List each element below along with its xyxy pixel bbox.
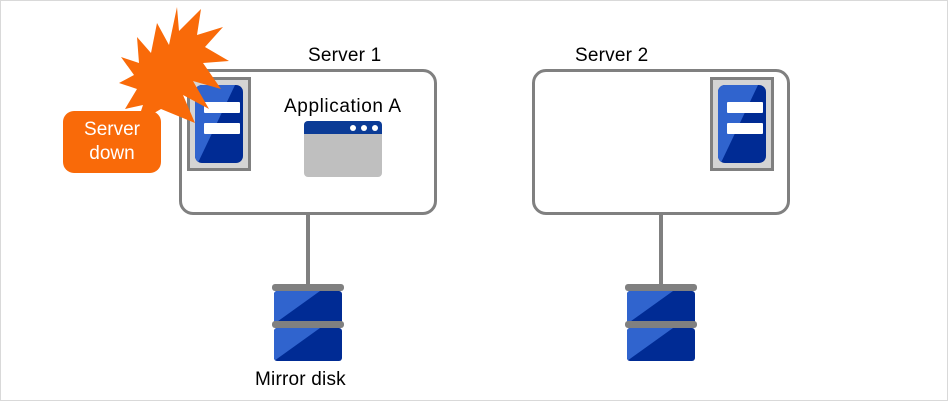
disk-platter-top [625, 284, 697, 291]
server-2-disk-connector [659, 213, 663, 287]
disk-body-highlight [627, 328, 673, 361]
disk-platter-middle [272, 321, 344, 328]
mirror-disk-label: Mirror disk [255, 369, 346, 390]
disk-body-lower [627, 328, 695, 361]
server-device-icon-body [718, 85, 766, 163]
server-1-disk-connector [306, 213, 310, 287]
disk-body-upper [274, 291, 342, 324]
disk-platter-middle [625, 321, 697, 328]
disk-body-highlight [274, 291, 320, 324]
disk-platter-top [272, 284, 344, 291]
mirror-disk-right-icon [625, 284, 697, 364]
server-2-title: Server 2 [575, 45, 649, 66]
server-device-icon-slot-2 [727, 123, 763, 134]
server-down-badge-line2: down [89, 143, 135, 164]
disk-body-lower [274, 328, 342, 361]
disk-body-highlight [274, 328, 320, 361]
application-a-label: Application A [284, 96, 402, 117]
disk-body-upper [627, 291, 695, 324]
mirror-disk-left-icon [272, 284, 344, 364]
server-device-icon-slot-1 [204, 102, 240, 113]
server-device-icon-body [195, 85, 243, 163]
window-control-dot-icon [350, 124, 356, 131]
application-window-titlebar [304, 121, 382, 134]
window-control-dot-icon [361, 124, 367, 131]
server-1-title: Server 1 [308, 45, 382, 66]
window-control-dot-icon [372, 124, 378, 131]
lightning-burst-icon [119, 7, 229, 123]
server-device-icon-slot-2 [204, 123, 240, 134]
application-window-icon [304, 121, 382, 177]
disk-body-highlight [627, 291, 673, 324]
server-device-icon [710, 77, 774, 171]
server-device-icon-slot-1 [727, 102, 763, 113]
server-down-badge: Server down [63, 111, 161, 173]
server-down-badge-line1: Server [84, 119, 140, 140]
